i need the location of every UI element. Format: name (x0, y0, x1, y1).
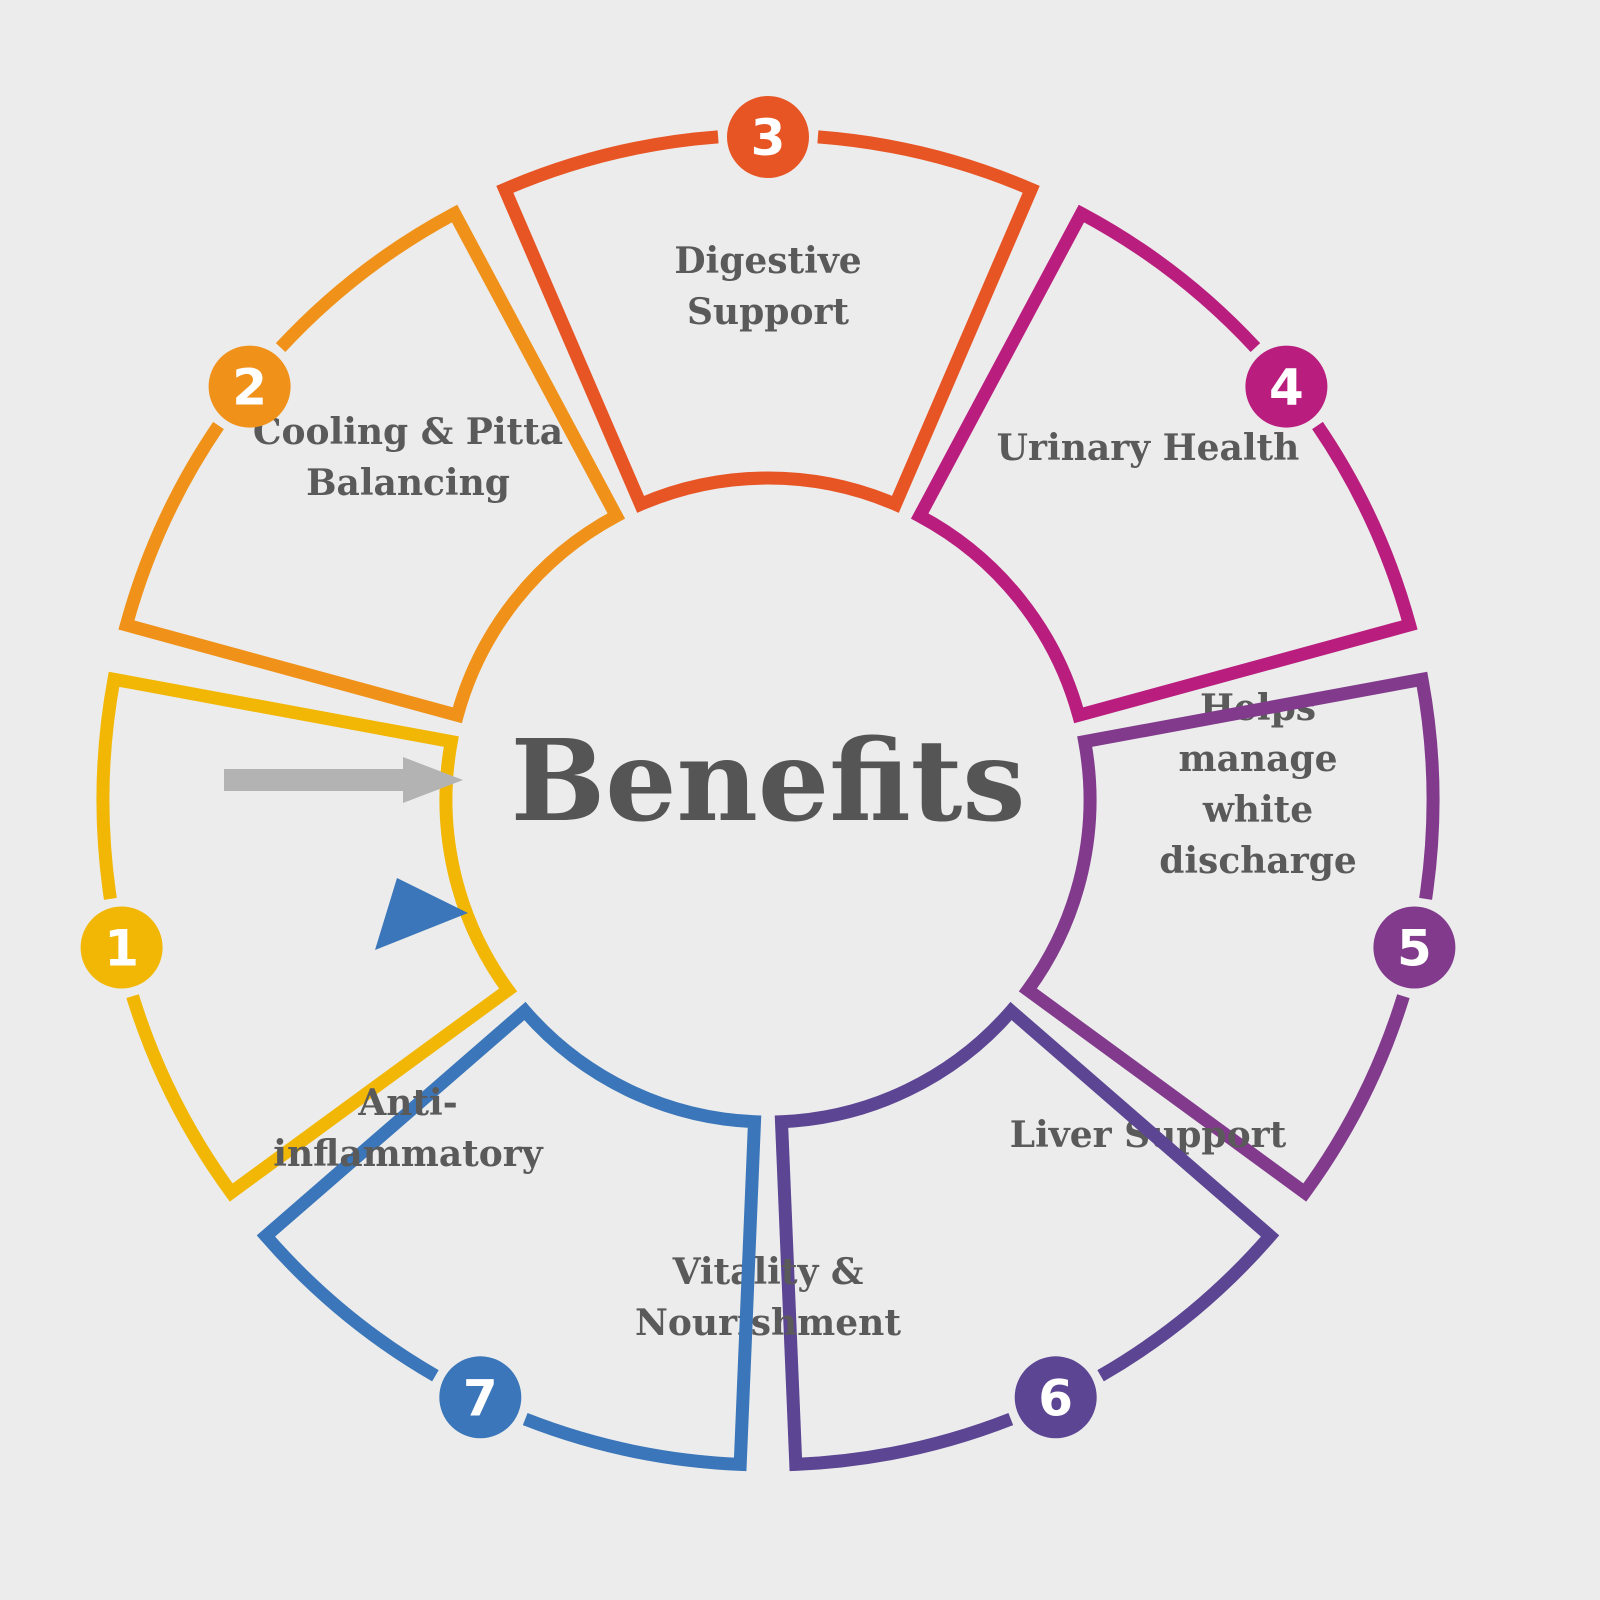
step-number: 3 (751, 109, 786, 167)
step-number: 6 (1038, 1369, 1073, 1427)
segment-outline (496, 130, 1040, 513)
segment-label-line: manage (1179, 738, 1338, 780)
step-number-badge: 6 (1014, 1356, 1097, 1439)
segment-label-line: inflammatory (273, 1133, 543, 1175)
segment-label-line: Support (687, 291, 849, 333)
step-number: 7 (463, 1369, 498, 1427)
segment-outline (118, 204, 626, 724)
segment-outline (96, 671, 518, 1202)
step-number-badge: 1 (80, 906, 163, 989)
segment-label-line: Cooling & Pitta (253, 411, 563, 453)
step-number: 4 (1269, 359, 1304, 417)
segment-label-line: Anti- (357, 1082, 457, 1124)
segment-label-line: Digestive (674, 240, 861, 282)
arrow-right-icon (224, 757, 463, 803)
segment-label-line: Vitality & (672, 1251, 864, 1293)
segment-outline (1018, 671, 1440, 1202)
segment-label: Vitality & Nourishment (635, 1251, 901, 1344)
step-number-badge: 7 (439, 1356, 522, 1439)
step-number: 1 (104, 920, 139, 978)
segment-6: 6 Vitality & Nourishment (635, 1001, 1280, 1472)
segment-label: Urinary Health (997, 427, 1300, 469)
cycle-return-arrowhead-icon (375, 878, 468, 950)
step-number-badge: 3 (727, 96, 809, 178)
step-number: 2 (232, 359, 267, 417)
step-number: 5 (1397, 920, 1432, 978)
step-number-badge: 4 (1245, 345, 1328, 428)
segment-label-line: Urinary Health (997, 427, 1300, 469)
segment-label-line: Balancing (306, 462, 510, 504)
step-number-badge: 2 (208, 345, 291, 428)
segment-label-line: discharge (1159, 840, 1357, 882)
segment-label: Anti-inflammatory (273, 1082, 543, 1175)
step-number-badge: 5 (1373, 906, 1456, 989)
segment-outline (256, 1001, 762, 1472)
segment-outline (774, 1001, 1280, 1472)
segment-label-line: white (1202, 789, 1313, 831)
diagram-title: Benefits (511, 716, 1026, 847)
segment-label-line: Nourishment (635, 1302, 901, 1344)
segment-7: 7 Anti-inflammatory (256, 1001, 762, 1472)
segment-outline (910, 204, 1418, 724)
